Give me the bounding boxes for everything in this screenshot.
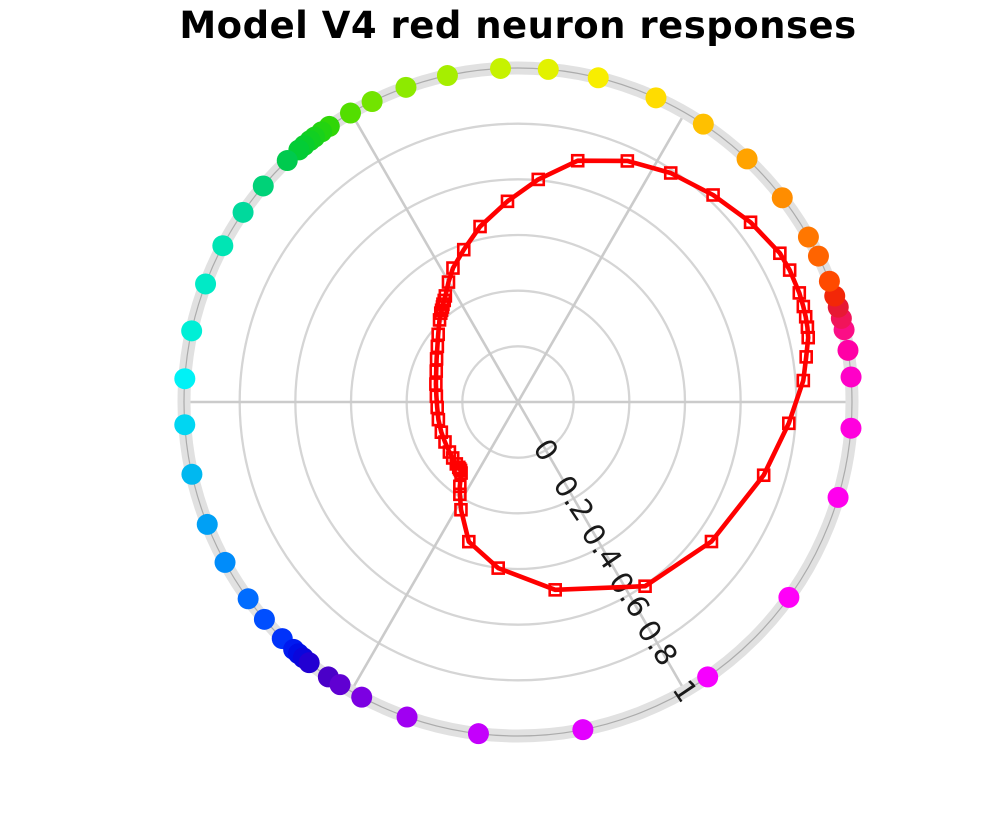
response-curve-marker [792, 286, 807, 300]
hue-dot [395, 76, 417, 98]
response-curve-marker [796, 373, 811, 388]
hue-dot [797, 226, 819, 248]
chart-title: Model V4 red neuron responses [179, 4, 857, 47]
hue-dot [736, 148, 758, 170]
hue-dot [237, 588, 259, 610]
hue-dot [396, 706, 418, 728]
response-curve-line [433, 158, 811, 593]
hue-dot [181, 320, 203, 342]
response-curve-marker [446, 261, 460, 275]
response-curve-marker [704, 534, 719, 549]
hue-dot [339, 102, 361, 124]
hue-dot [840, 417, 862, 439]
hue-dot [195, 273, 217, 295]
hue-dot [436, 65, 458, 87]
r-tick-label: 0.8 [630, 614, 684, 672]
response-curve-marker [432, 313, 447, 327]
response-curve-marker [782, 416, 796, 431]
hue-dot [174, 414, 196, 436]
hue-dot [807, 245, 829, 267]
hue-dot [771, 187, 793, 209]
response-curve-marker [548, 583, 562, 597]
hue-dot [692, 113, 714, 135]
response-curve-marker [773, 246, 787, 261]
response-curve-marker [441, 275, 456, 289]
hue-dot [276, 150, 298, 172]
hue-dot [537, 58, 559, 80]
hue-dot [252, 175, 274, 197]
hue-dot [840, 366, 862, 388]
response-curve-marker [429, 364, 444, 378]
hue-dot [298, 652, 320, 674]
response-curve-marker [743, 215, 758, 230]
response-curve-marker [638, 579, 652, 594]
hue-ring-line [183, 67, 853, 737]
response-curve-marker [620, 154, 635, 168]
response-curve-marker [453, 487, 467, 502]
response-curve-marker [456, 242, 471, 257]
r-tick-label: 0.2 [546, 469, 600, 527]
hue-dot [196, 513, 218, 535]
hue-dot [490, 57, 512, 79]
response-curve-marker [756, 468, 771, 483]
hue-dot [351, 686, 373, 708]
response-curve-marker [799, 350, 813, 364]
hue-dot [697, 666, 719, 688]
response-curve-marker [663, 166, 678, 180]
hue-dot [778, 586, 800, 608]
response-curve-marker [782, 263, 797, 277]
hue-dot [818, 270, 840, 292]
hue-dot [212, 235, 234, 257]
hue-dot [181, 463, 203, 485]
r-tick-label: 0.6 [602, 566, 656, 624]
response-curve-marker [491, 561, 505, 575]
hue-dot [572, 719, 594, 741]
response-curve-marker [462, 534, 476, 549]
response-curve-marker [454, 466, 468, 480]
response-curve-marker [430, 339, 445, 354]
response-curve-marker [531, 172, 546, 187]
r-tick-label: 0.4 [574, 518, 628, 576]
response-curve-marker [453, 479, 467, 494]
hue-dot [587, 67, 609, 89]
hue-dot [837, 339, 859, 361]
hue-dot [361, 91, 383, 113]
hue-dot [645, 87, 667, 109]
hue-dot [467, 723, 489, 745]
response-curve-marker [796, 299, 811, 314]
grid-spoke [349, 112, 687, 692]
response-curve-marker [706, 188, 720, 202]
hue-dot [214, 551, 236, 573]
hue-dot [232, 201, 254, 223]
hue-dot [253, 608, 275, 630]
response-curve-marker [454, 502, 468, 517]
response-curve-marker [500, 194, 515, 209]
hue-dot [827, 486, 849, 508]
hue-dot [329, 674, 351, 696]
response-curve-marker [473, 219, 487, 234]
response-curve-marker [570, 153, 585, 168]
response-curve-marker [431, 412, 446, 427]
hue-dot [174, 368, 196, 390]
